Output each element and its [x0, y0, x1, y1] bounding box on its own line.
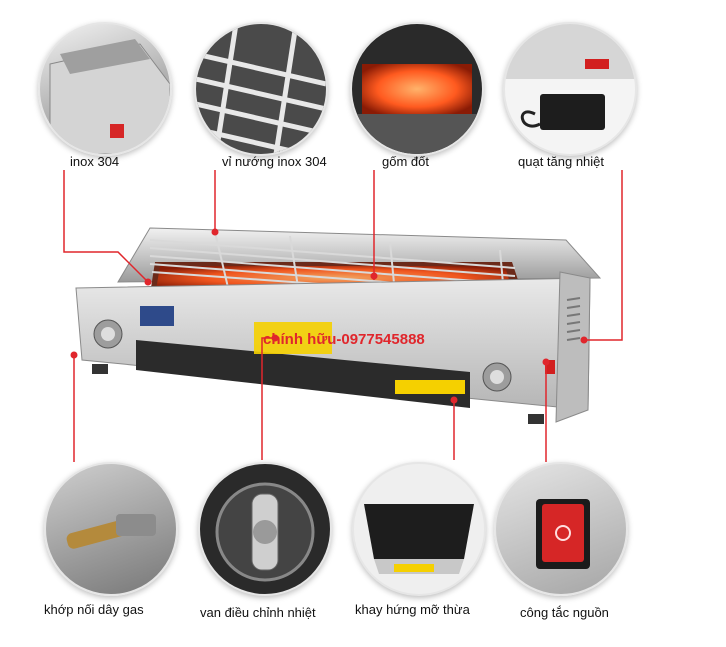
detail-power-switch	[494, 462, 628, 596]
detail-fan	[503, 22, 637, 156]
label-ceramic-burner: gốm đốt	[382, 154, 429, 169]
callout-dots	[70, 228, 588, 404]
detail-gas-connector	[44, 462, 178, 596]
label-power-switch: công tắc nguồn	[520, 605, 609, 620]
callout-lines	[63, 170, 623, 462]
detail-grease-tray	[352, 462, 486, 596]
label-heat-fan: quạt tăng nhiệt	[518, 154, 605, 169]
grill-body	[75, 227, 602, 424]
detail-grill-grate	[194, 22, 328, 156]
detail-inox-body	[38, 22, 172, 156]
power-switch-small	[545, 360, 555, 374]
detail-heat-valve	[198, 462, 332, 596]
brand-plate	[140, 306, 174, 326]
tray-sticker	[395, 380, 465, 394]
label-grease-tray: khay hứng mỡ thừa	[355, 602, 470, 617]
label-grill-grate: vỉ nướng inox 304	[222, 154, 327, 169]
side-vents	[566, 297, 581, 341]
detail-ceramic-burner	[350, 22, 484, 156]
label-gas-connector: khớp nối dây gas	[44, 602, 144, 617]
label-heat-valve: van điều chỉnh nhiệt	[200, 605, 316, 620]
label-inox-304: inox 304	[70, 154, 120, 169]
watermark-phone: chính hữu-0977545888	[263, 331, 425, 348]
